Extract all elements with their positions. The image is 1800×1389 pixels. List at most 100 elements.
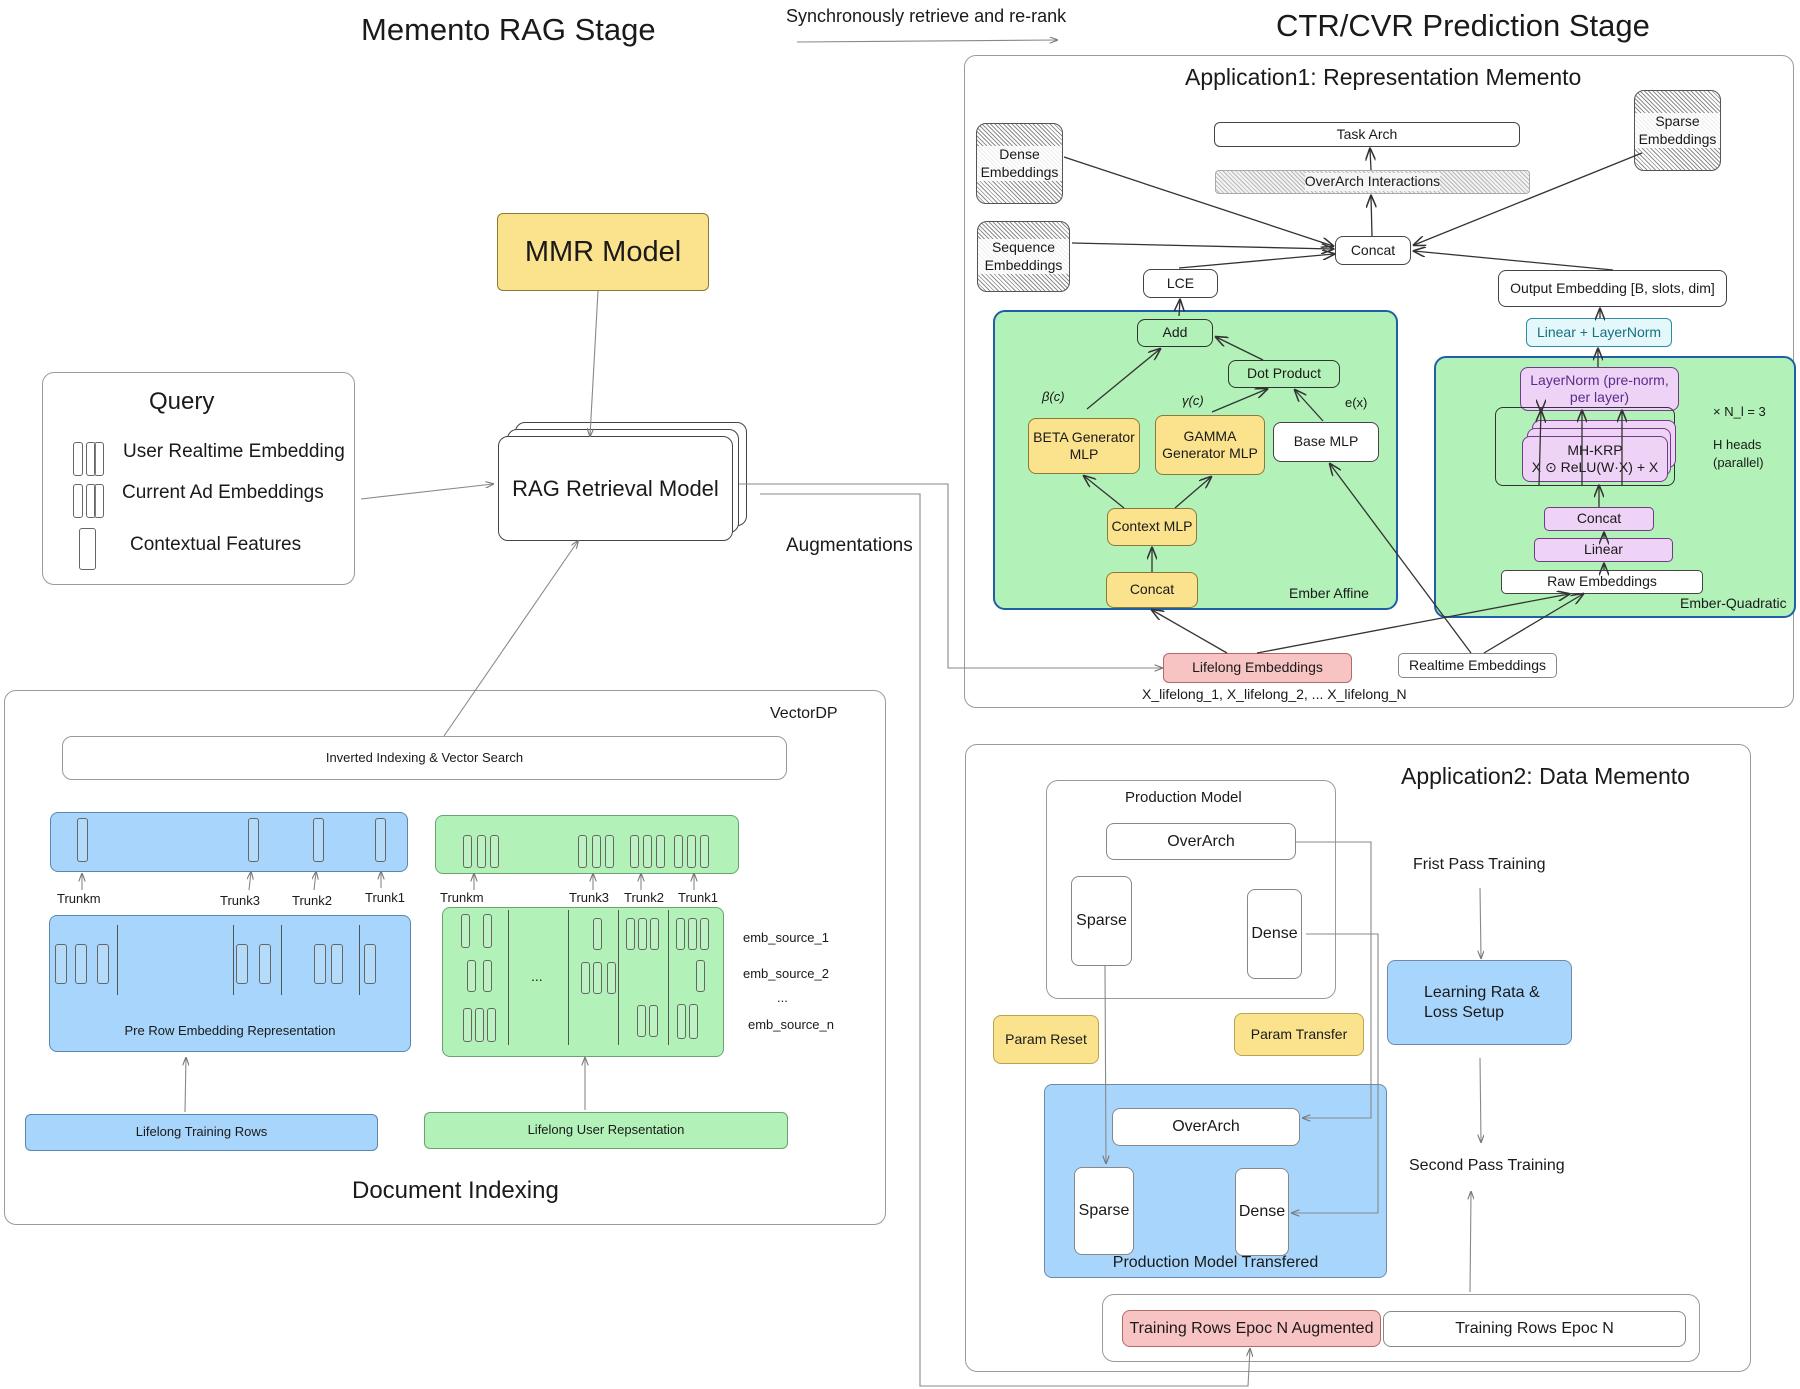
prod-dense-box[interactable]: Dense [1247, 889, 1302, 979]
affine-concat-box[interactable]: Concat [1106, 572, 1198, 608]
lifelong-training-rows-box[interactable]: Lifelong Training Rows [25, 1114, 378, 1151]
row-divider [359, 925, 360, 995]
beta-generator-box[interactable]: BETA Generator MLP [1028, 418, 1140, 474]
green-trunk-label: Trunk1 [678, 890, 718, 905]
emb-source-label: emb_source_2 [743, 966, 829, 981]
lifelong-user-rep-box[interactable]: Lifelong User Repsentation [424, 1112, 788, 1149]
task-arch-box[interactable]: Task Arch [1214, 122, 1520, 147]
prod-sparse-box[interactable]: Sparse [1071, 876, 1132, 966]
lce-label: LCE [1166, 274, 1195, 291]
quad-linear-box[interactable]: Linear [1534, 538, 1673, 562]
param-reset-box[interactable]: Param Reset [993, 1015, 1099, 1064]
lifelong-user-rep-label: Lifelong User Repsentation [527, 1122, 685, 1138]
row-divider [117, 925, 118, 995]
learning-rate-box[interactable]: Learning Rata & Loss Setup [1387, 960, 1572, 1045]
trunk-icon [643, 835, 652, 868]
transfer-overarch-box[interactable]: OverArch [1112, 1108, 1300, 1146]
embedding-bar-icon [593, 918, 602, 950]
output-embedding-box[interactable]: Output Embedding [B, slots, dim] [1498, 270, 1727, 307]
param-transfer-box[interactable]: Param Transfer [1234, 1013, 1364, 1056]
query-item-contextual: Contextual Features [130, 534, 302, 555]
gamma-generator-box[interactable]: GAMMA Generator MLP [1155, 415, 1265, 475]
vector-search-box[interactable]: Inverted Indexing & Vector Search [62, 736, 787, 780]
realtime-embeddings-box[interactable]: Realtime Embeddings [1398, 653, 1557, 678]
dense-embeddings-box[interactable]: Dense Embeddings [976, 123, 1063, 204]
embedding-bar-icon [483, 914, 492, 948]
dot-product-label: Dot Product [1247, 365, 1321, 382]
blue-trunk-label: Trunkm [57, 891, 101, 906]
green-trunk-label: Trunk3 [569, 890, 609, 905]
trunk-icon [375, 818, 386, 862]
layernorm-box[interactable]: LayerNorm (pre-norm, per layer) [1520, 367, 1679, 411]
production-model-label: Production Model [1125, 789, 1242, 806]
blue-trunk-bar [50, 812, 408, 872]
concat-main-label: Concat [1350, 241, 1396, 258]
rag-retrieval-label: RAG Retrieval Model [512, 475, 719, 501]
second-pass-label: Second Pass Training [1409, 1157, 1565, 1174]
trunk-icon [592, 835, 601, 868]
raw-embeddings-box[interactable]: Raw Embeddings [1501, 570, 1703, 594]
lifelong-embeddings-box[interactable]: Lifelong Embeddings [1163, 653, 1352, 683]
mhkrp-box[interactable]: MH-KRP X ⊙ ReLU(W·X) + X [1522, 436, 1668, 482]
output-embedding-label: Output Embedding [B, slots, dim] [1510, 279, 1715, 296]
linear-layernorm-box[interactable]: Linear + LayerNorm [1526, 318, 1672, 347]
embedding-bar-icon [75, 944, 87, 984]
prod-overarch-box[interactable]: OverArch [1106, 823, 1296, 860]
row-divider [618, 910, 619, 1045]
blue-trunk-label: Trunk1 [365, 890, 405, 905]
rag-retrieval-model-box[interactable]: RAG Retrieval Model [498, 436, 733, 541]
base-mlp-box[interactable]: Base MLP [1273, 422, 1379, 462]
quad-concat-box[interactable]: Concat [1544, 507, 1654, 531]
base-mlp-label: Base MLP [1293, 433, 1359, 450]
app1-title: Application1: Representation Memento [1185, 64, 1582, 90]
mmr-model-box[interactable]: MMR Model [497, 213, 709, 291]
lce-box[interactable]: LCE [1143, 269, 1218, 298]
sparse-embeddings-box[interactable]: Sparse Embeddings [1634, 90, 1721, 171]
trunk-icon [313, 818, 324, 862]
sequence-embeddings-box[interactable]: Sequence Embeddings [977, 221, 1070, 292]
trunk-icon [605, 835, 614, 868]
beta-label: β(c) [1042, 389, 1065, 404]
add-box[interactable]: Add [1137, 319, 1213, 347]
transfer-dense-label: Dense [1238, 1203, 1286, 1220]
embedding-bar-icon [475, 1008, 484, 1042]
trunk-icon [630, 835, 639, 868]
concat-main-box[interactable]: Concat [1335, 236, 1411, 265]
quad-concat-label: Concat [1576, 510, 1622, 527]
embedding-bar-icon [55, 944, 67, 984]
rag-stage-title: Memento RAG Stage [361, 12, 656, 47]
emb-source-label: emb_source_n [748, 1017, 834, 1032]
dot-product-box[interactable]: Dot Product [1228, 360, 1340, 388]
transferred-model-label: Production Model Transfered [1112, 1254, 1319, 1271]
training-rows-box[interactable]: Training Rows Epoc N [1383, 1311, 1686, 1347]
pre-row-embedding-box[interactable]: Pre Row Embedding Representation [49, 915, 411, 1052]
embedding-bar-icon [97, 944, 109, 984]
prod-overarch-label: OverArch [1167, 832, 1235, 850]
transfer-dense-box[interactable]: Dense [1235, 1168, 1289, 1256]
mhkrp-formula: X ⊙ ReLU(W·X) + X [1531, 459, 1659, 475]
context-mlp-box[interactable]: Context MLP [1107, 508, 1197, 546]
embedding-icon [73, 442, 83, 476]
embedding-icon [73, 484, 83, 518]
transfer-overarch-label: OverArch [1172, 1118, 1240, 1135]
emb-source-label: emb_source_1 [743, 930, 829, 945]
overarch-interactions-label: OverArch Interactions [1304, 173, 1441, 191]
dense-embeddings-label: Dense Embeddings [977, 146, 1062, 181]
ember-affine-label: Ember Affine [1289, 585, 1369, 601]
ctr-stage-title: CTR/CVR Prediction Stage [1276, 8, 1650, 43]
augmentations-label: Augmentations [786, 535, 913, 556]
emb-source-label: ... [777, 990, 788, 1005]
heads-label: H heads (parallel) [1713, 437, 1764, 471]
embedding-icon [94, 442, 104, 476]
overarch-interactions-box[interactable]: OverArch Interactions [1215, 170, 1530, 194]
ember-quadratic-label: Ember-Quadratic [1680, 595, 1787, 611]
training-rows-augmented-box[interactable]: Training Rows Epoc N Augmented [1122, 1310, 1381, 1347]
trunk-icon [700, 835, 709, 868]
embedding-icon [86, 442, 96, 476]
training-rows-label: Training Rows Epoc N [1455, 1320, 1614, 1337]
embedding-bar-icon [461, 914, 470, 948]
transfer-sparse-box[interactable]: Sparse [1074, 1167, 1134, 1255]
embedding-bar-icon [364, 944, 376, 984]
trunk-icon [477, 835, 486, 868]
app2-title: Application2: Data Memento [1401, 763, 1690, 789]
